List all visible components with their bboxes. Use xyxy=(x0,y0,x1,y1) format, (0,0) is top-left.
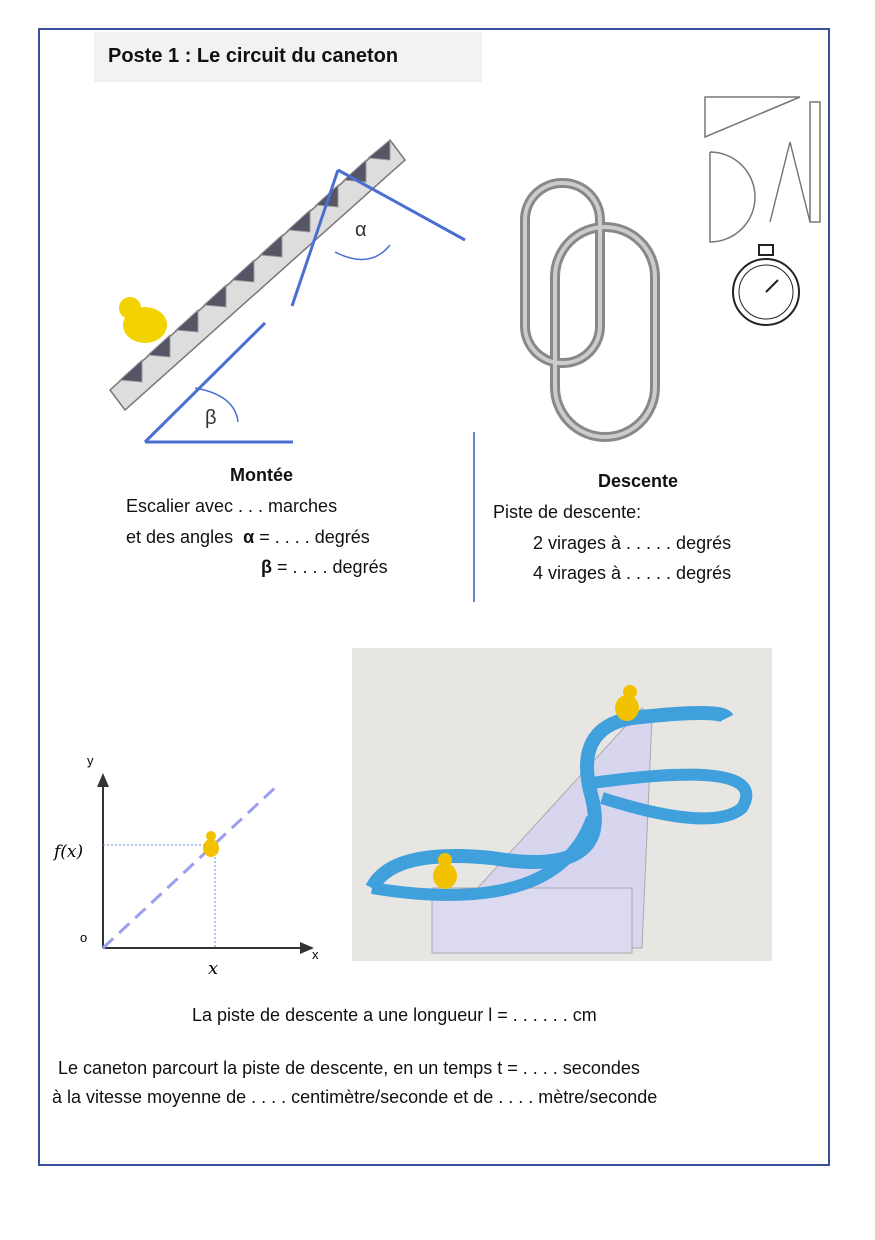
alpha-label: α xyxy=(355,219,367,241)
page-title: Poste 1 : Le circuit du caneton xyxy=(94,32,482,82)
duck-icon xyxy=(119,297,167,343)
function-graph: y x o f(x) x xyxy=(52,753,319,979)
stopwatch-icon xyxy=(732,244,800,326)
montee-line2: et des angles α = . . . . degrés xyxy=(126,527,370,548)
origin-label: o xyxy=(80,930,87,945)
duck-icon xyxy=(433,853,457,889)
beta-symbol: β xyxy=(261,557,272,577)
column-divider xyxy=(473,432,475,602)
alpha-value: = . . . . degrés xyxy=(259,527,370,547)
duck-icon xyxy=(203,831,219,857)
descente-line2: 2 virages à . . . . . degrés xyxy=(533,533,732,553)
descente-line1: Piste de descente: xyxy=(493,502,642,522)
toy-photo xyxy=(352,648,772,961)
beta-value: = . . . . degrés xyxy=(277,557,388,577)
x-axis-label: x xyxy=(312,947,319,962)
montee-line3: β = . . . . degrés xyxy=(261,557,388,578)
montee-heading: Montée xyxy=(230,465,293,485)
descente-heading: Descente xyxy=(598,471,679,491)
track-illustration xyxy=(520,178,660,442)
vitesse-text: à la vitesse moyenne de . . . . centimèt… xyxy=(52,1087,658,1107)
x-value-label: x xyxy=(208,958,218,979)
angles-prefix: et des angles xyxy=(126,527,234,547)
beta-label: β xyxy=(205,407,217,429)
longueur-text: La piste de descente a une longueur l = … xyxy=(192,1005,597,1025)
tools-illustration xyxy=(704,96,821,326)
page-frame xyxy=(38,28,830,1166)
alpha-symbol: α xyxy=(243,527,255,547)
temps-text: Le caneton parcourt la piste de descente… xyxy=(58,1058,640,1078)
fx-label: f(x) xyxy=(52,842,83,862)
y-axis-label: y xyxy=(87,753,94,768)
descente-line3: 4 virages à . . . . . degrés xyxy=(533,563,732,583)
staircase-illustration: β α xyxy=(108,138,466,444)
montee-line1: Escalier avec . . . marches xyxy=(126,496,338,516)
duck-icon xyxy=(615,685,639,721)
